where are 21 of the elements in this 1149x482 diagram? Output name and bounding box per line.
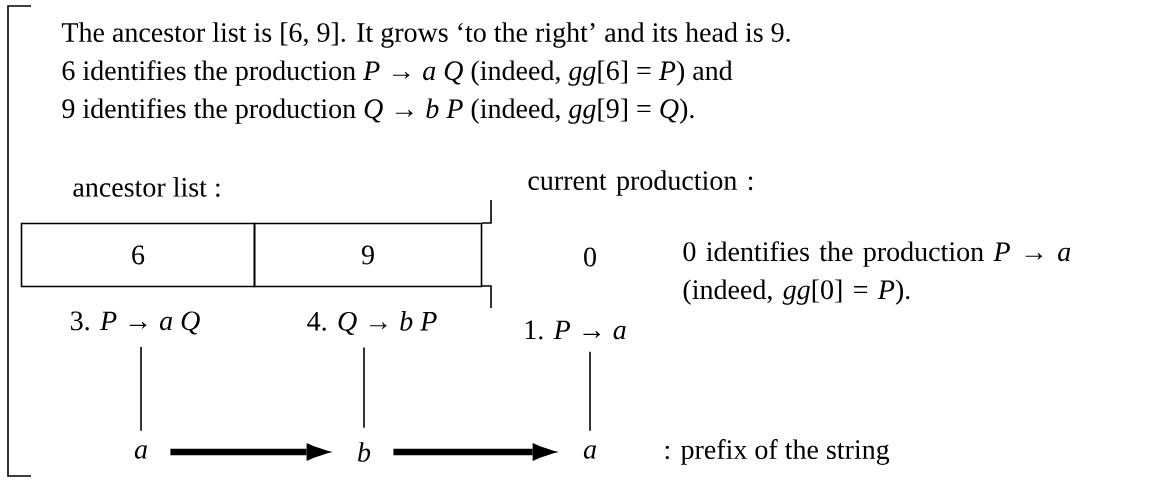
paragraph-text: The ancestor list is [6, 9]. It grows ‘to the right’ and its head is 9.	[61, 22, 790, 48]
paragraph-text: 9 identifies the production Q → b P (indeed, gg[9] = Q).	[62, 98, 694, 124]
connector-line	[363, 346, 365, 429]
caption-label: : prefix of the string	[665, 439, 890, 465]
paragraph-text: 6 identifies the production P → a Q (indeed, gg[6] = P) and	[62, 60, 733, 86]
production-label: 3. P → a Q	[71, 311, 200, 335]
caption-label: ancestor list :	[73, 177, 220, 197]
connector-line	[140, 346, 142, 432]
symbol: a	[134, 445, 147, 459]
list-cell: 9	[253, 222, 483, 288]
note-text: 0 identifies the production P → a (indeed, gg[0] = P).	[683, 241, 1071, 305]
arrow	[170, 443, 333, 461]
symbol: a	[583, 445, 596, 459]
list-cell: 6	[20, 222, 256, 288]
value-label: 0	[584, 247, 596, 267]
production-label: 4. Q → b P	[307, 311, 437, 335]
caption-label: current production :	[528, 170, 753, 196]
symbol: b	[358, 442, 371, 462]
connector-line	[589, 351, 591, 432]
production-label: 1. P → a	[525, 320, 626, 340]
arrow	[393, 443, 559, 461]
